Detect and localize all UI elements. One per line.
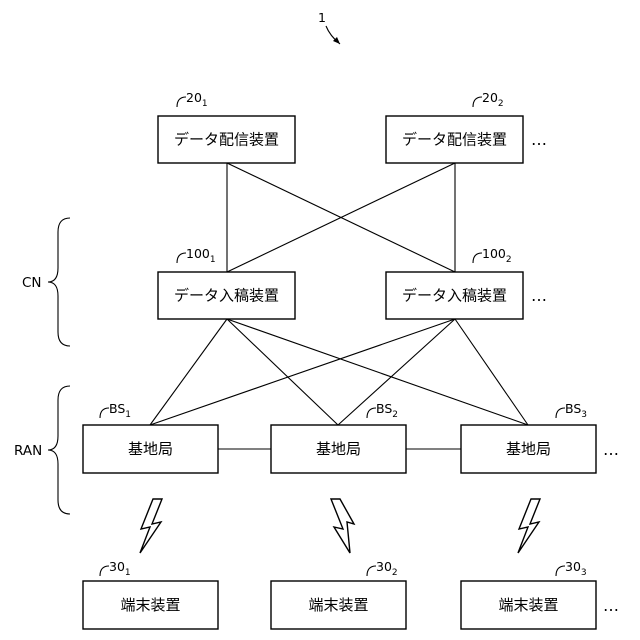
ref-label: 201: [186, 90, 208, 109]
ref-leader: [100, 408, 109, 418]
ref-label: 301: [109, 559, 131, 578]
ellipsis-contribution: …: [531, 286, 548, 305]
ref-leader: [556, 566, 565, 576]
ellipsis-terminals: …: [603, 596, 620, 615]
terminal-device-3: 303 端末装置: [461, 559, 596, 629]
ref-leader: [556, 408, 565, 418]
link-contrib1-bs1: [150, 319, 227, 425]
device-label: データ入稿装置: [402, 287, 507, 305]
ellipsis-base-stations: …: [603, 440, 620, 459]
cn-brace: [48, 218, 70, 346]
device-label: データ配信装置: [402, 131, 507, 149]
ref-leader: [177, 97, 186, 107]
wireless-links: [140, 499, 540, 553]
lightning-icon: [140, 499, 162, 553]
ref-label: 202: [482, 90, 504, 109]
base-station-1: BS1 基地局: [83, 401, 218, 473]
ref-leader: [100, 566, 109, 576]
links-distribution-contribution: [227, 163, 455, 272]
group-ran: RAN: [14, 386, 70, 514]
lightning-icon: [331, 499, 354, 553]
ellipsis-distribution: …: [531, 130, 548, 149]
ref-label: 1002: [482, 246, 512, 265]
ref-label: BS3: [565, 401, 587, 420]
ref-leader: [177, 253, 186, 263]
ref-leader: [367, 566, 376, 576]
ref-leader: [473, 97, 482, 107]
station-label: 基地局: [316, 440, 361, 458]
terminal-label: 端末装置: [120, 596, 180, 614]
link-contrib2-bs3: [455, 319, 528, 425]
distribution-device-1: 201 データ配信装置: [158, 90, 295, 163]
terminal-label: 端末装置: [308, 596, 368, 614]
lightning-icon: [518, 499, 540, 553]
ref-label: 302: [376, 559, 398, 578]
device-label: データ配信装置: [174, 131, 279, 149]
station-label: 基地局: [506, 440, 551, 458]
distribution-device-2: 202 データ配信装置: [386, 90, 523, 163]
ref-label: BS2: [376, 401, 398, 420]
ran-label: RAN: [14, 443, 42, 459]
figure-reference: 1: [318, 10, 340, 44]
link-contrib1-bs2: [227, 319, 338, 425]
device-label: データ入稿装置: [174, 287, 279, 305]
base-station-2: BS2 基地局: [271, 401, 406, 473]
cn-label: CN: [22, 275, 42, 291]
base-station-3: BS3 基地局: [461, 401, 596, 473]
link-contrib2-bs1: [150, 319, 455, 425]
ref-label: BS1: [109, 401, 131, 420]
station-label: 基地局: [128, 440, 173, 458]
ref-label: 303: [565, 559, 587, 578]
terminal-device-1: 301 端末装置: [83, 559, 218, 629]
terminal-label: 端末装置: [498, 596, 558, 614]
ref-leader: [473, 253, 482, 263]
figure-ref-number: 1: [318, 10, 326, 25]
ref-label: 1001: [186, 246, 216, 265]
ref-leader: [367, 408, 376, 418]
links-contribution-basestations: [150, 319, 528, 425]
group-cn: CN: [22, 218, 70, 346]
terminal-device-2: 302 端末装置: [271, 559, 406, 629]
ran-brace: [48, 386, 70, 514]
